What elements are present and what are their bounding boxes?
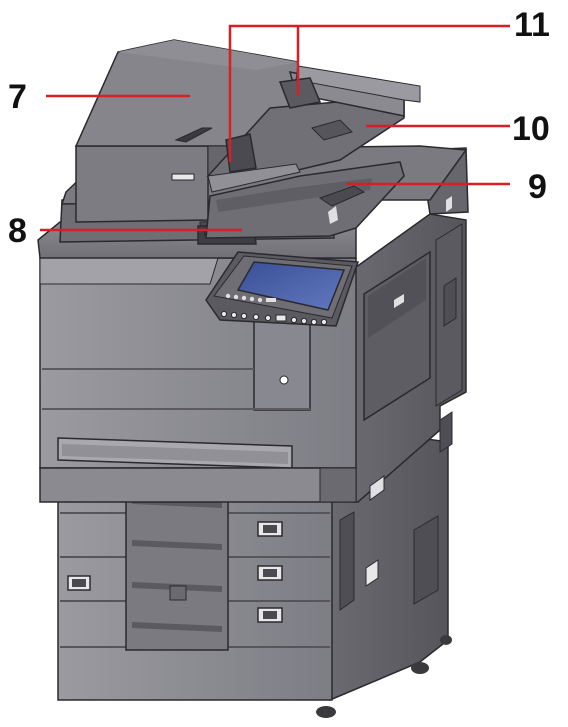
callout-label-7: 7	[8, 78, 27, 116]
lower-cabinet	[57, 437, 452, 718]
callout-line-11a	[228, 24, 510, 162]
callout-label-8: 8	[8, 212, 27, 250]
callout-lines	[40, 24, 510, 232]
touch-panel-icon	[236, 261, 346, 311]
callout-label-9: 9	[528, 168, 547, 206]
callout-label-10: 10	[512, 110, 550, 148]
document-processor	[74, 39, 421, 239]
callout-label-11: 11	[514, 6, 550, 44]
operation-panel	[205, 251, 360, 327]
